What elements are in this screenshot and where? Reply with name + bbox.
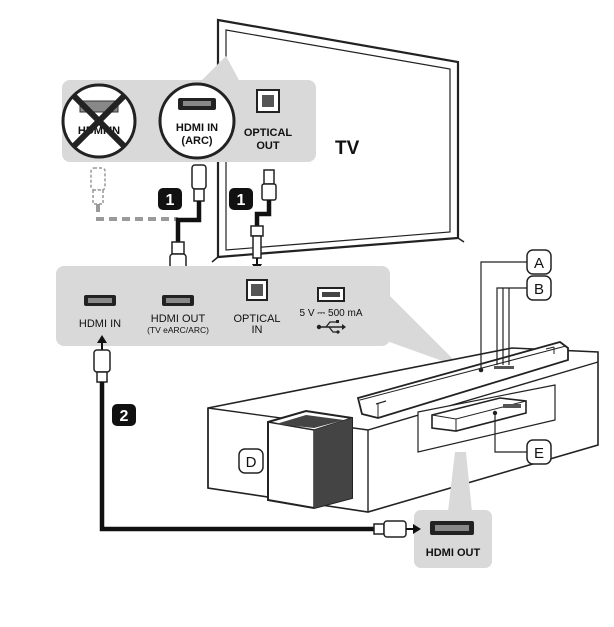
step-2-number: 2 [120,408,129,425]
tv-label: TV [335,138,360,159]
tv-hdmi-in-arc-label-1: HDMI IN [176,122,218,134]
soundbar-port-panel: HDMI IN HDMI OUT (TV eARC/ARC) OPTICAL I… [56,266,462,368]
tv-hdmi-in-arc-port: HDMI IN (ARC) [158,82,236,160]
tv-optical-out-label-1: OPTICAL [244,127,293,139]
callout-b: B [496,275,552,365]
callout-a-label: A [534,255,544,272]
callout-b-label: B [534,281,544,298]
tv-port-panel: HDMI IN HDMI IN (ARC) OPTICAL OUT [61,56,316,162]
subwoofer [267,409,353,510]
tv-optical-out-port: OPTICAL OUT [244,89,293,152]
callout-e: E [494,413,552,465]
step-1-badge-optical: 1 [229,188,253,210]
soundbar-optical-in-label-2: IN [252,324,263,336]
soundbar [356,341,569,419]
callout-d: D [238,448,264,474]
optical-cable [250,169,277,272]
tv-stand [207,347,599,513]
tv: TV [211,18,465,263]
tv-hdmi-in-port-crossed: HDMI IN [61,83,137,159]
unused-hdmi-cable-dashed [90,167,178,221]
hdmi-source-cable [93,335,421,538]
source-hdmi-out-label: HDMI OUT [426,547,481,559]
source-hdmi-out-panel: HDMI OUT [414,452,492,568]
soundbar-usb-port: 5 V ⎓ 500 mA [299,287,363,334]
soundbar-optical-in-label-1: OPTICAL [233,313,280,325]
callout-a: A [480,249,552,368]
usb-icon [316,320,346,334]
step-1-badge-hdmi: 1 [158,188,182,210]
step-1-number: 1 [166,192,175,209]
soundbar-usb-label: 5 V ⎓ 500 mA [299,308,362,319]
tv-hdmi-in-arc-label-2: (ARC) [181,135,212,147]
source-device [431,397,527,432]
soundbar-hdmi-in-label: HDMI IN [79,318,121,330]
soundbar-hdmi-out-label-1: HDMI OUT [151,313,206,325]
callout-e-label: E [534,445,544,462]
soundbar-hdmi-in-port: HDMI IN [79,295,121,330]
soundbar-hdmi-out-port: HDMI OUT (TV eARC/ARC) [147,295,209,335]
callout-d-label: D [246,454,257,471]
step-2-badge: 2 [112,404,136,426]
step-1-number: 1 [237,192,246,209]
soundbar-optical-in-port: OPTICAL IN [233,279,281,336]
tv-optical-out-label-2: OUT [256,140,280,152]
soundbar-hdmi-out-label-2: (TV eARC/ARC) [147,325,209,335]
